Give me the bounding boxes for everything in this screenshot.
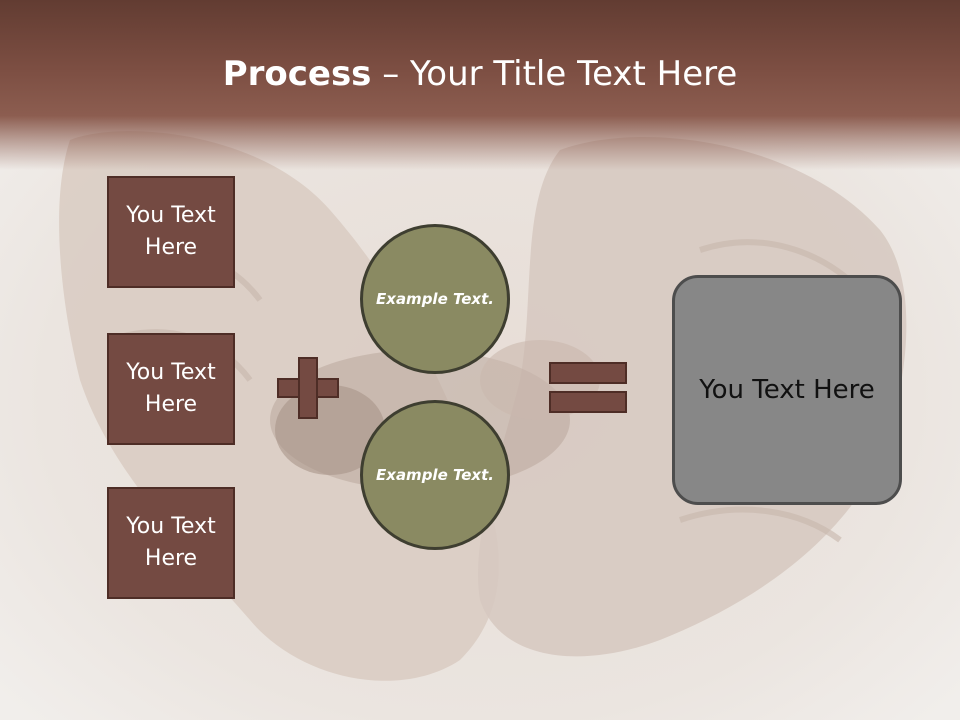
title-rest: – Your Title Text Here — [371, 54, 738, 94]
result-box[interactable]: You Text Here — [672, 275, 902, 505]
circle-1-label: Example Text. — [376, 289, 494, 308]
plus-sign — [277, 357, 339, 419]
left-box-1[interactable]: You Text Here — [107, 176, 235, 288]
left-box-3-label: You Text Here — [126, 514, 216, 571]
plus-center — [300, 380, 316, 396]
left-box-2[interactable]: You Text Here — [107, 333, 235, 445]
result-box-label: You Text Here — [699, 375, 875, 405]
title-band — [0, 0, 960, 170]
equals-bottom-bar — [549, 391, 627, 413]
title-bold-part: Process — [222, 54, 372, 94]
circle-1[interactable]: Example Text. — [360, 224, 510, 374]
left-box-1-label: You Text Here — [126, 203, 216, 260]
circle-2[interactable]: Example Text. — [360, 400, 510, 550]
slide-title: Process – Your Title Text Here — [0, 52, 960, 96]
left-box-3[interactable]: You Text Here — [107, 487, 235, 599]
left-box-2-label: You Text Here — [126, 360, 216, 417]
circle-2-label: Example Text. — [376, 465, 494, 484]
equals-top-bar — [549, 362, 627, 384]
